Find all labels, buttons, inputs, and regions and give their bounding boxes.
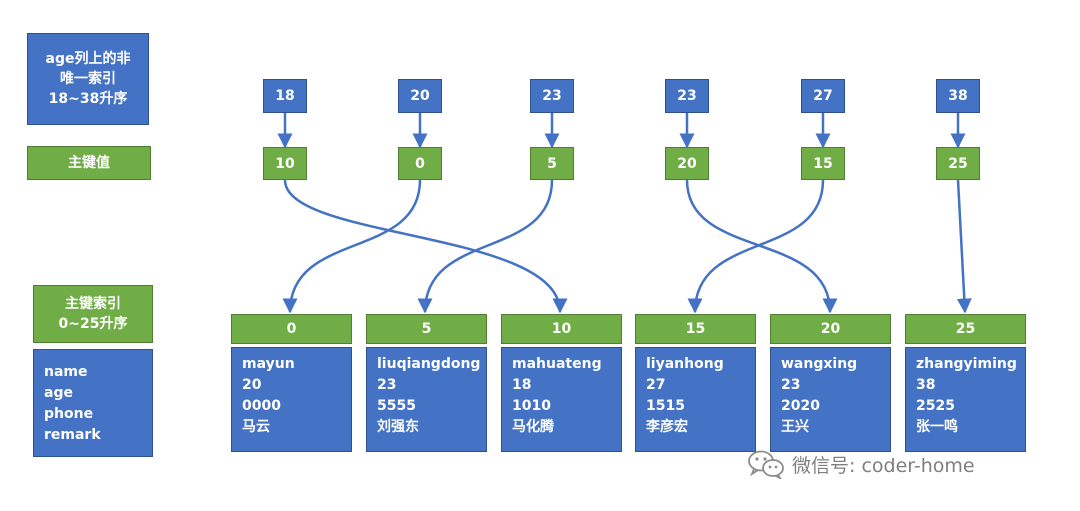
wechat-icon <box>748 450 784 479</box>
row-name: liuqiangdong <box>377 356 481 372</box>
curve-pk10-to-row10 <box>283 179 568 314</box>
pk-value-box: 0 <box>398 147 442 180</box>
pk-value-box: 20 <box>665 147 709 180</box>
primary-key-header: 10 <box>501 314 622 344</box>
primary-key-value-label: 主键值 <box>27 146 151 180</box>
field-list: name age phone remark <box>33 349 153 457</box>
primary-key: 15 <box>685 321 706 337</box>
row-phone: 5555 <box>377 398 416 414</box>
secondary-index-label-line-2: 唯一索引 <box>60 71 116 87</box>
row-remark: 王兴 <box>781 419 809 435</box>
age-value: 27 <box>813 88 833 104</box>
secondary-index-label-line-3: 18~38升序 <box>48 91 128 107</box>
pk-value: 20 <box>677 155 697 172</box>
row-remark: 马云 <box>242 419 270 435</box>
row-record: mayun 20 0000 马云 <box>231 347 352 452</box>
row-remark: 刘强东 <box>377 419 419 435</box>
row-record: mahuateng 18 1010 马化腾 <box>501 347 622 452</box>
row-phone: 1010 <box>512 398 551 414</box>
row-phone: 1515 <box>646 398 685 414</box>
primary-key-header: 25 <box>905 314 1026 344</box>
row-age: 20 <box>242 377 262 393</box>
row-record: zhangyiming 38 2525 张一鸣 <box>905 347 1026 452</box>
row-remark: 李彦宏 <box>646 419 688 435</box>
row-age: 23 <box>377 377 397 393</box>
age-box: 20 <box>398 79 442 113</box>
row-name: mayun <box>242 356 295 372</box>
pk-value: 15 <box>813 155 833 172</box>
row-name: wangxing <box>781 356 858 372</box>
age-box: 18 <box>263 79 307 113</box>
row-record: liuqiangdong 23 5555 刘强东 <box>366 347 487 452</box>
age-box: 27 <box>801 79 845 113</box>
curve-pk5-to-row5 <box>417 179 554 314</box>
row-remark: 马化腾 <box>512 419 554 435</box>
row-remark: 张一鸣 <box>916 419 958 435</box>
pk-value: 25 <box>948 155 968 172</box>
row-record: liyanhong 27 1515 李彦宏 <box>635 347 756 452</box>
secondary-index-label-line-1: age列上的非 <box>45 51 131 67</box>
field-name: name <box>44 364 88 380</box>
secondary-index-label: age列上的非 唯一索引 18~38升序 <box>27 33 149 125</box>
age-value: 20 <box>410 88 430 104</box>
row-phone: 2020 <box>781 398 820 414</box>
age-box: 38 <box>936 79 980 113</box>
age-box: 23 <box>665 79 709 113</box>
primary-key-header: 15 <box>635 314 756 344</box>
field-age: age <box>44 385 73 401</box>
age-value: 23 <box>542 88 562 104</box>
row-age: 38 <box>916 377 936 393</box>
primary-index-label-line-2: 0~25升序 <box>58 316 128 332</box>
watermark: 微信号: coder-home <box>746 446 975 482</box>
pk-value-box: 10 <box>263 147 307 180</box>
primary-key: 5 <box>421 321 432 337</box>
row-age: 27 <box>646 377 666 393</box>
curve-pk0-to-row0 <box>282 179 422 314</box>
row-age: 23 <box>781 377 801 393</box>
primary-key: 20 <box>820 321 841 337</box>
row-phone: 2525 <box>916 398 955 414</box>
pk-value-box: 25 <box>936 147 980 180</box>
field-remark: remark <box>44 427 101 443</box>
primary-index-label: 主键索引 0~25升序 <box>33 285 153 343</box>
primary-key-header: 20 <box>770 314 891 344</box>
primary-key-header: 0 <box>231 314 352 344</box>
row-name: zhangyiming <box>916 356 1017 372</box>
age-value: 23 <box>677 88 697 104</box>
row-name: mahuateng <box>512 356 602 372</box>
primary-key: 0 <box>286 321 297 337</box>
primary-key-header: 5 <box>366 314 487 344</box>
age-value: 38 <box>948 88 968 104</box>
pk-value-box: 15 <box>801 147 845 180</box>
row-record: wangxing 23 2020 王兴 <box>770 347 891 452</box>
age-value: 18 <box>275 88 295 104</box>
pk-value: 10 <box>275 155 295 172</box>
primary-key: 25 <box>955 321 976 337</box>
row-name: liyanhong <box>646 356 724 372</box>
field-phone: phone <box>44 406 94 422</box>
line-pk25-to-row25 <box>956 179 972 314</box>
row-phone: 0000 <box>242 398 281 414</box>
row-age: 18 <box>512 377 532 393</box>
pk-value-box: 5 <box>530 147 574 180</box>
primary-key-value-label-text: 主键值 <box>68 155 110 171</box>
pk-value: 0 <box>415 155 425 172</box>
pk-value: 5 <box>547 155 557 172</box>
primary-key: 10 <box>551 321 572 337</box>
primary-index-label-line-1: 主键索引 <box>65 296 121 312</box>
curve-pk15-to-row15 <box>687 179 825 314</box>
age-box: 23 <box>530 79 574 113</box>
watermark-text: 微信号: coder-home <box>792 454 975 477</box>
